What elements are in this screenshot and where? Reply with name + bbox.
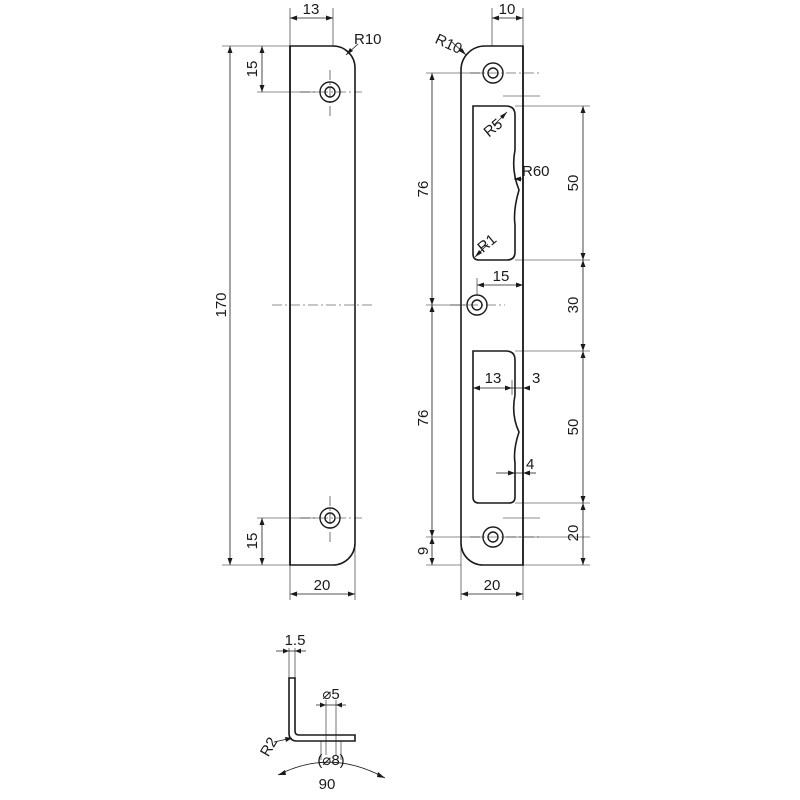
center-hole-offset-label: 15 [493, 268, 510, 285]
front-plate-outline [289, 45, 356, 566]
bend-radius-label: R2 [257, 735, 281, 760]
hole-spacing-label: 30 [565, 297, 582, 314]
angle-label: 90 [319, 776, 336, 793]
side-plate-outline [460, 45, 524, 566]
front-top-width-label: 13 [303, 1, 320, 18]
profile-view: 1.5 ⌀5 R2 (⌀8) 90 [257, 632, 386, 793]
curve-radius-label: R60 [522, 163, 550, 180]
side-lower-span-label: 76 [415, 410, 432, 427]
profile-thickness-label: 1.5 [285, 632, 306, 649]
upper-opening-height-label: 50 [565, 175, 582, 192]
hole-diameter-label: ⌀5 [322, 686, 339, 703]
lower-opening-height-label: 50 [565, 419, 582, 436]
front-top-radius-label: R10 [354, 31, 382, 48]
countersink-diameter-label: (⌀8) [317, 752, 344, 769]
side-view: 10 R10 76 76 9 R5 R60 R1 [415, 1, 590, 600]
side-top-width-label: 10 [499, 1, 516, 18]
side-upper-span-label: 76 [415, 181, 432, 198]
profile-outline [288, 677, 356, 742]
angle-arc [277, 761, 386, 779]
side-top-radius-label: R10 [432, 31, 464, 58]
upper-strike-opening [472, 105, 520, 261]
bottom-hole-offset-label: 20 [565, 525, 582, 542]
opening-width-label: 13 [485, 370, 502, 387]
front-view: 13 R10 170 15 15 20 [213, 1, 382, 600]
front-top-hole-offset-label: 15 [244, 61, 261, 78]
front-bottom-hole-offset-label: 15 [244, 533, 261, 550]
lower-strike-opening [472, 350, 520, 504]
front-width-label: 20 [314, 577, 331, 594]
lip-depth-label: 4 [526, 456, 534, 473]
lip-offset-label: 3 [532, 370, 540, 387]
front-length-label: 170 [213, 292, 230, 317]
side-bottom-offset-label: 9 [415, 547, 432, 555]
side-width-label: 20 [484, 577, 501, 594]
